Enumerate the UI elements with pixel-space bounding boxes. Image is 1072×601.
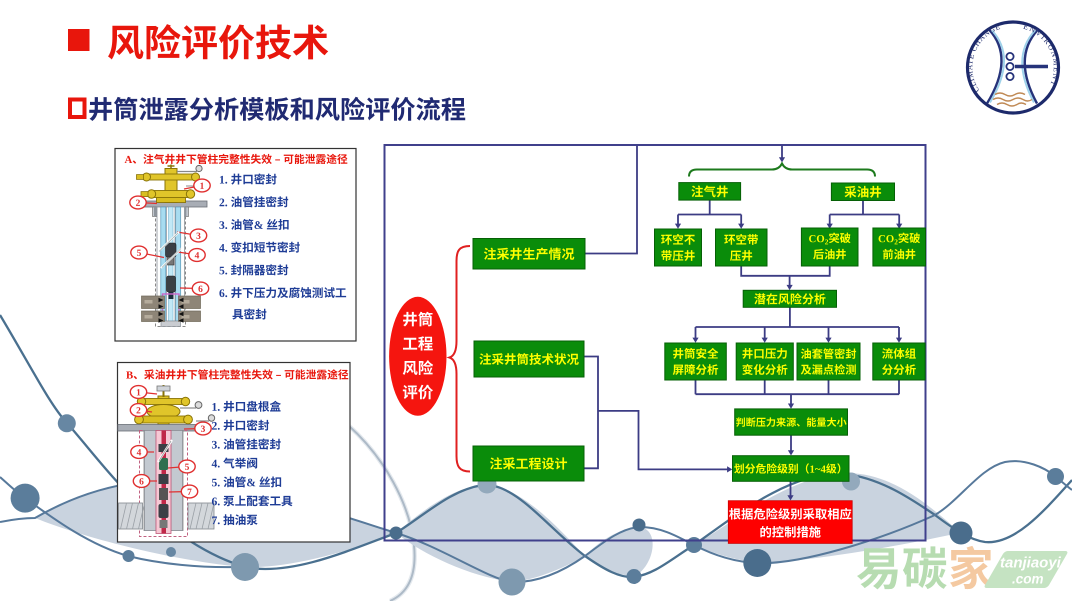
- svg-text:.com: .com: [1012, 572, 1044, 587]
- svg-text:tanjiaoyi: tanjiaoyi: [1000, 555, 1062, 572]
